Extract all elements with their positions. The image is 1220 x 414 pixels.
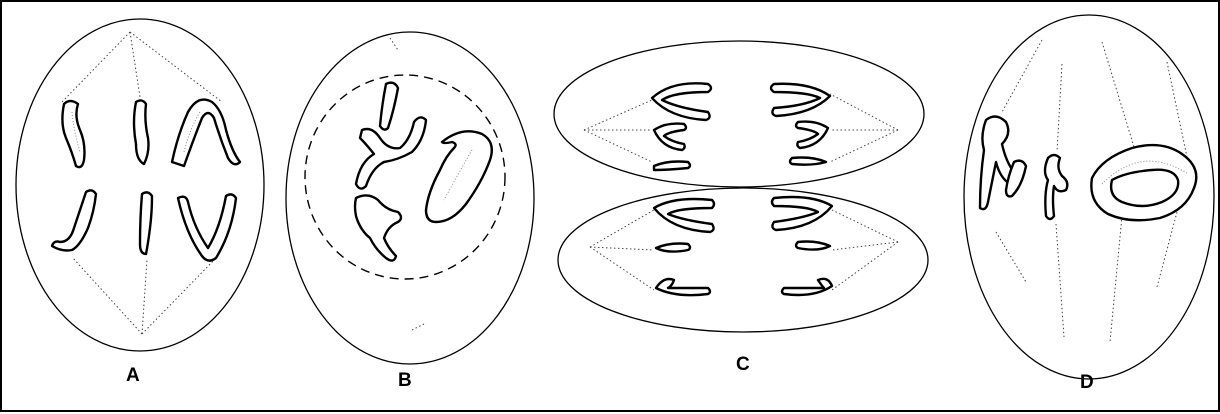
- panel-a-chromosome-bottom-left: [52, 190, 96, 250]
- panel-a-spindle: [62, 32, 222, 334]
- panel-label-d: D: [1080, 372, 1094, 394]
- chromatid: [772, 197, 832, 230]
- panel-label-c: C: [736, 354, 750, 376]
- panel-b-chromosome-lower-left: [355, 195, 401, 260]
- panel-d-cell: [964, 15, 1214, 379]
- chromatid: [656, 244, 690, 252]
- chromatid: [654, 124, 686, 150]
- panel-a-chromosome-bottom-middle: [140, 192, 152, 254]
- panel-a-chromosome-top-right: [172, 100, 240, 166]
- panel-c-bottom-spindle: [590, 210, 898, 290]
- panel-a-cell: [16, 19, 264, 351]
- panel-c-top-spindle: [584, 94, 898, 162]
- chromatid: [796, 242, 830, 250]
- panel-b-chromosome-upper-x: [356, 83, 426, 189]
- panel-d-chromosome-middle: [1045, 155, 1067, 219]
- chromatid: [782, 279, 832, 295]
- panel-c-cell-top: [554, 41, 924, 187]
- panel-label-b: B: [398, 370, 412, 392]
- panel-c-cell-bottom: [558, 188, 928, 332]
- chromatid: [771, 84, 830, 116]
- panel-b-cell: [286, 32, 534, 364]
- panel-a-chromosome-top-left: [62, 101, 84, 167]
- chromatid: [796, 122, 828, 148]
- panel-a-chromosome-bottom-right: [178, 194, 236, 260]
- chromatid: [654, 199, 714, 232]
- panel-d-chromosome-left: [980, 116, 1026, 209]
- panel-b-chromosome-ring: [426, 131, 492, 222]
- panel-d-chromosome-ring: [1091, 145, 1196, 220]
- chromatid: [654, 162, 690, 171]
- panel-label-a: A: [126, 365, 140, 387]
- chromatid: [656, 279, 710, 295]
- panel-a-chromosome-top-middle: [134, 100, 149, 164]
- chromatid: [790, 158, 826, 165]
- chromatid: [652, 83, 711, 120]
